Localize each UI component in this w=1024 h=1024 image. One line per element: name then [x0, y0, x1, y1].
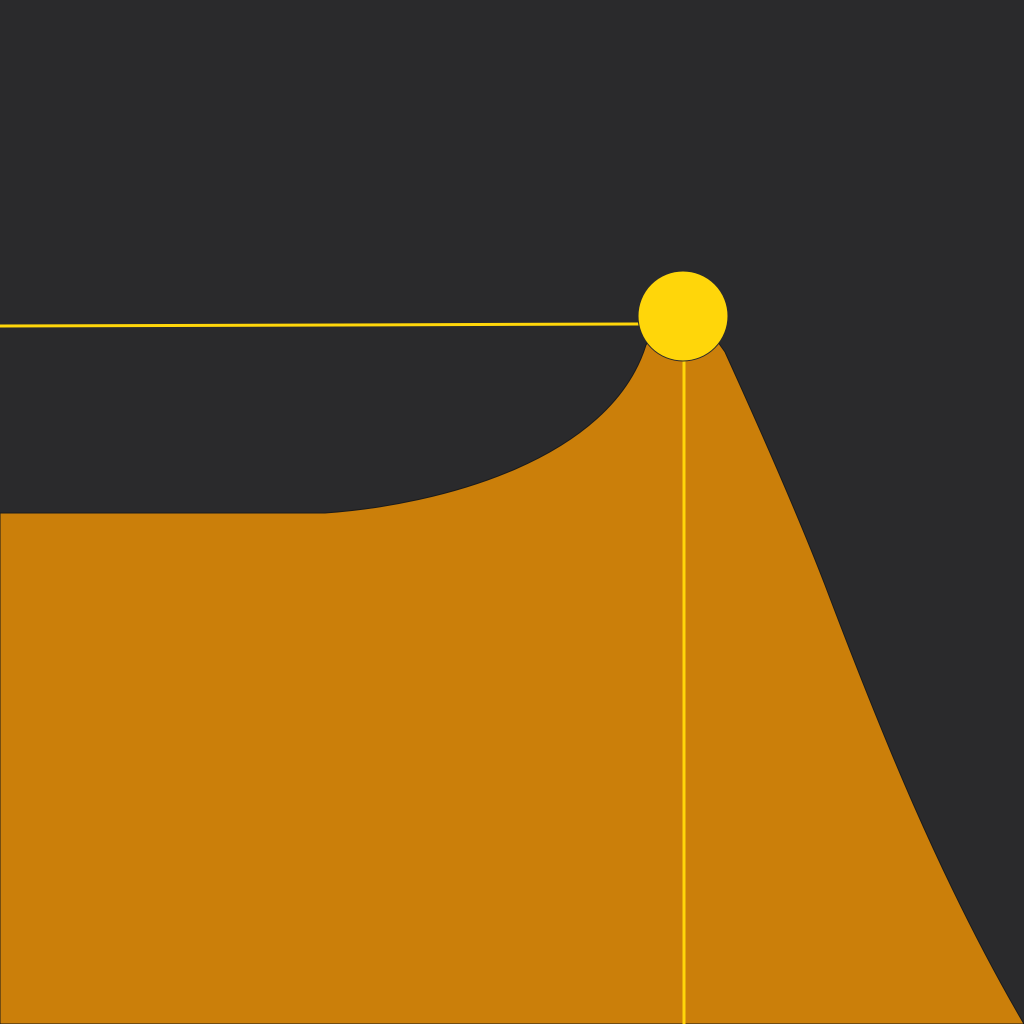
resonance-handle-icon[interactable] [637, 270, 729, 362]
resonance-guide-line [0, 322, 651, 328]
filter-curve-fill[interactable] [0, 327, 1024, 1024]
